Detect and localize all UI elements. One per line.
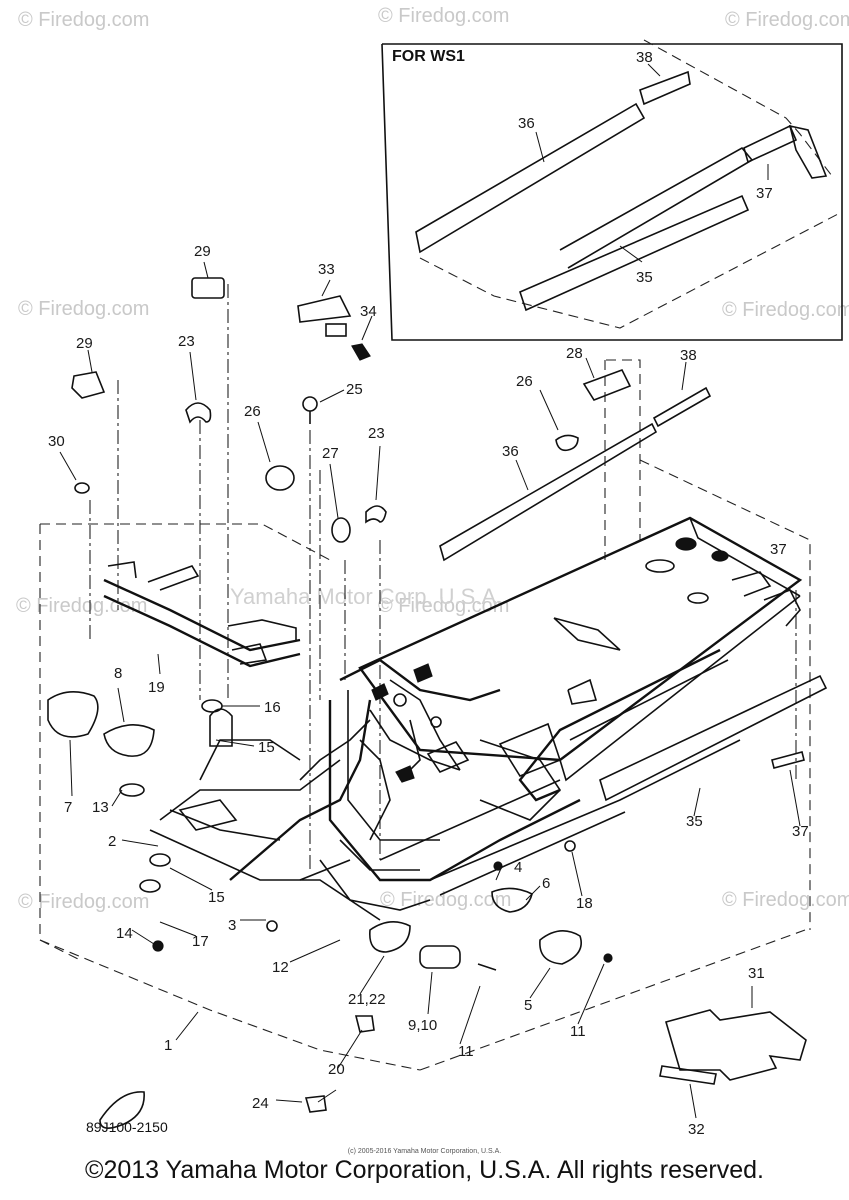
- watermark-text: © Firedog.com: [18, 9, 149, 31]
- callout-19: 19: [148, 679, 165, 696]
- callout-5: 5: [524, 997, 532, 1014]
- watermark-text: © Firedog.com: [378, 595, 509, 617]
- callout-24: 24: [252, 1095, 269, 1112]
- callout-36: 36: [518, 115, 535, 132]
- callout-leaders: [59, 63, 801, 1119]
- copyright-footer: ©2013 Yamaha Motor Corporation, U.S.A. A…: [85, 1156, 764, 1184]
- callout-14: 14: [116, 925, 133, 942]
- callout-32: 32: [688, 1121, 705, 1138]
- inset-title: FOR WS1: [392, 48, 465, 65]
- callout-3: 3: [228, 917, 236, 934]
- callout-12: 12: [272, 959, 289, 976]
- callout-36: 36: [502, 443, 519, 460]
- callout-labels: 38 36 37 35 29 33 34 29 23 25 28 38 26 2…: [48, 49, 809, 1138]
- callout-33: 33: [318, 261, 335, 278]
- small-copyright: (c) 2005-2016 Yamaha Motor Corporation, …: [347, 1148, 502, 1155]
- callout-9-10: 9,10: [408, 1017, 437, 1034]
- watermark-text: © Firedog.com: [722, 889, 849, 911]
- callout-18: 18: [576, 895, 593, 912]
- callout-8: 8: [114, 665, 122, 682]
- watermark-text: © Firedog.com: [722, 299, 849, 321]
- callout-15: 15: [208, 889, 225, 906]
- callout-37: 37: [770, 541, 787, 558]
- callout-6: 6: [542, 875, 550, 892]
- callout-17: 17: [192, 933, 209, 950]
- callout-31: 31: [748, 965, 765, 982]
- callout-2: 2: [108, 833, 116, 850]
- callout-16: 16: [264, 699, 281, 716]
- watermark-text: © Firedog.com: [18, 891, 149, 913]
- loose-parts-lower: [47, 691, 807, 1129]
- frame-envelope-lines: [39, 284, 811, 1071]
- callout-25: 25: [346, 381, 363, 398]
- callout-23: 23: [178, 333, 195, 350]
- diagram-code: 89J100-2150: [86, 1119, 168, 1135]
- callout-30: 30: [48, 433, 65, 450]
- watermark-center-text: Yamaha Motor Corp, U.S.A.: [230, 584, 502, 609]
- callout-11: 11: [570, 1023, 586, 1040]
- watermark-text: © Firedog.com: [725, 9, 849, 31]
- callout-26: 26: [244, 403, 261, 420]
- watermark-text: © Firedog.com: [18, 298, 149, 320]
- callout-35: 35: [636, 269, 653, 286]
- callout-26: 26: [516, 373, 533, 390]
- callout-38: 38: [680, 347, 697, 364]
- callout-35: 35: [686, 813, 703, 830]
- ws1-inset: [381, 39, 843, 341]
- callout-13: 13: [92, 799, 109, 816]
- main-frame: [149, 516, 803, 921]
- callout-23: 23: [368, 425, 385, 442]
- callout-29: 29: [76, 335, 93, 352]
- callout-7: 7: [64, 799, 72, 816]
- callout-4: 4: [514, 859, 522, 876]
- callout-34: 34: [360, 303, 377, 320]
- callout-38: 38: [636, 49, 653, 66]
- callout-21-22: 21,22: [348, 991, 386, 1008]
- callout-20: 20: [328, 1061, 345, 1078]
- front-bar-19: [103, 561, 301, 668]
- callout-28: 28: [566, 345, 583, 362]
- loose-parts-upper: [71, 277, 632, 543]
- callout-15: 15: [258, 739, 275, 756]
- side-strips: [439, 386, 828, 802]
- watermarks: © Firedog.com © Firedog.com © Firedog.co…: [16, 5, 849, 913]
- callout-37: 37: [792, 823, 809, 840]
- callout-27: 27: [322, 445, 339, 462]
- callout-37: 37: [756, 185, 773, 202]
- callout-29: 29: [194, 243, 211, 260]
- callout-11: 11: [458, 1043, 474, 1060]
- callout-1: 1: [164, 1037, 172, 1054]
- watermark-text: © Firedog.com: [378, 5, 509, 27]
